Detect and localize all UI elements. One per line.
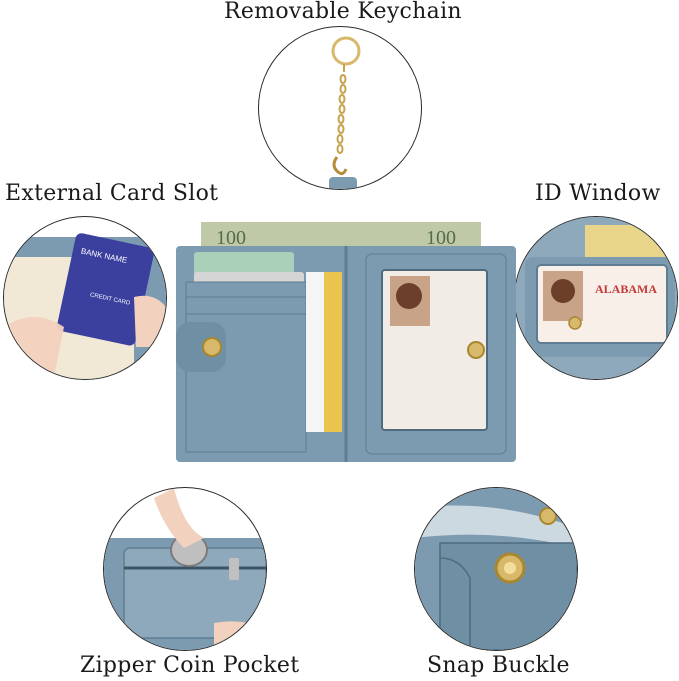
- label-id-window: ID Window: [535, 181, 661, 206]
- coin-pocket-detail-circle: [103, 487, 267, 651]
- snap-buckle-image: [415, 488, 577, 650]
- card-slot-image: BANK NAME CREDIT CARD: [4, 233, 166, 379]
- label-removable-keychain: Removable Keychain: [224, 0, 462, 24]
- id-window-detail-circle: ALABAMA: [514, 216, 678, 380]
- svg-text:100: 100: [216, 227, 246, 249]
- snap-buckle-detail-circle: [414, 487, 578, 651]
- label-external-card-slot: External Card Slot: [5, 181, 219, 206]
- coin-pocket-image: [104, 488, 266, 650]
- id-alabama-text: ALABAMA: [595, 282, 657, 296]
- keychain-detail-circle: [258, 26, 422, 190]
- svg-text:100: 100: [426, 227, 456, 249]
- label-zipper-coin-pocket: Zipper Coin Pocket: [80, 653, 300, 678]
- open-wallet-image: 100 100: [176, 222, 516, 462]
- id-window-image: ALABAMA: [515, 217, 677, 379]
- label-snap-buckle: Snap Buckle: [427, 653, 570, 678]
- keychain-image: [329, 36, 361, 189]
- card-slot-detail-circle: BANK NAME CREDIT CARD: [3, 216, 167, 380]
